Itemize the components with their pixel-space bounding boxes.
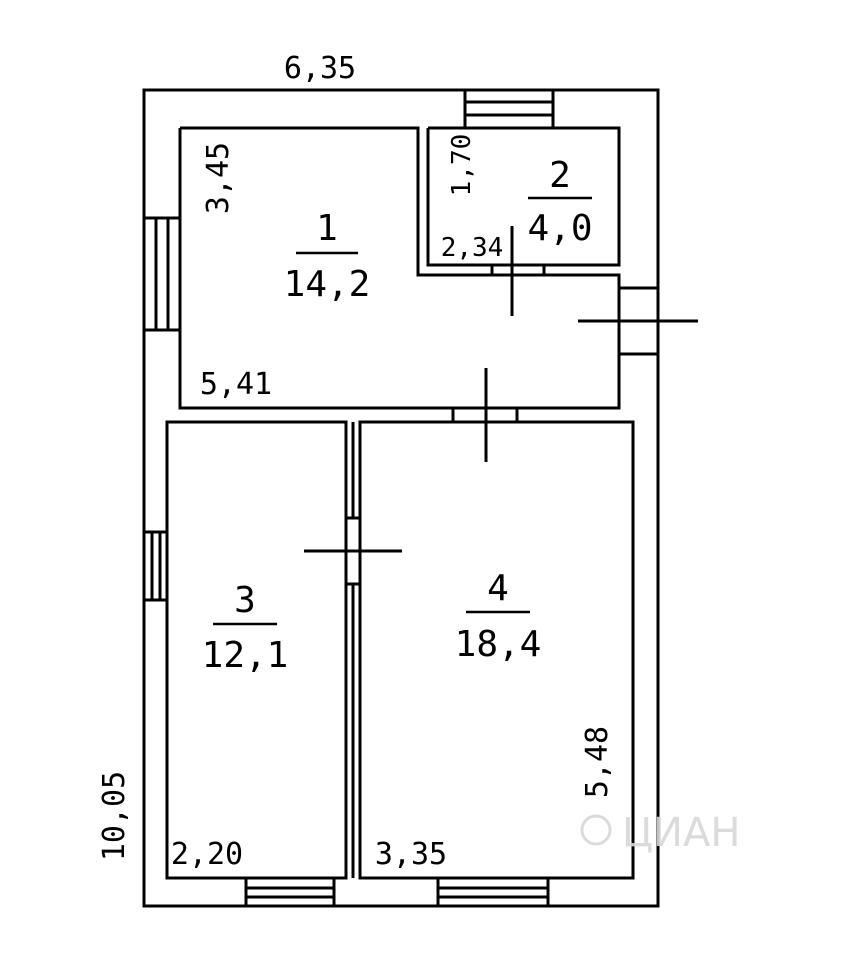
room-3-label: 3 12,1 xyxy=(202,580,289,676)
door-room1-room4 xyxy=(451,368,519,462)
room-4-area: 18,4 xyxy=(455,624,542,665)
dim-room2-width: 2,34 xyxy=(441,233,504,263)
window-bottom-room4 xyxy=(436,876,550,908)
dim-room1-height: 3,45 xyxy=(201,142,236,214)
room-1-outline xyxy=(178,126,621,410)
room-2-area: 4,0 xyxy=(527,208,592,249)
room-2-outline xyxy=(426,126,621,267)
door-entrance xyxy=(578,286,698,356)
window-top xyxy=(463,88,555,130)
window-bottom-room3 xyxy=(244,876,336,908)
room-3-number: 3 xyxy=(234,580,256,621)
door-room3-room4 xyxy=(304,516,402,586)
door-room1-room2 xyxy=(490,226,546,316)
room-3-area: 12,1 xyxy=(202,635,289,676)
window-left-room1 xyxy=(142,216,182,332)
outer-wall xyxy=(142,88,660,908)
room-1-number: 1 xyxy=(316,208,338,249)
room-1-label: 1 14,2 xyxy=(284,208,371,305)
dim-room1-width: 5,41 xyxy=(200,367,272,402)
dim-overall-width: 6,35 xyxy=(284,51,356,86)
room-2-number: 2 xyxy=(549,155,571,196)
dim-room4-length: 5,48 xyxy=(580,726,615,798)
dim-overall-length: 10,05 xyxy=(97,771,132,861)
room-4-label: 4 18,4 xyxy=(455,568,542,665)
watermark-text: ЦИАН xyxy=(622,810,740,856)
dim-room3-width: 2,20 xyxy=(171,837,243,872)
room-1-area: 14,2 xyxy=(284,264,371,305)
room-2-label: 2 4,0 xyxy=(527,155,592,249)
window-left-room3 xyxy=(142,530,169,602)
room-4-number: 4 xyxy=(487,568,509,609)
watermark: ЦИАН xyxy=(580,810,740,856)
dim-room4-width: 3,35 xyxy=(375,837,447,872)
dim-room2-height: 1,70 xyxy=(447,134,477,197)
